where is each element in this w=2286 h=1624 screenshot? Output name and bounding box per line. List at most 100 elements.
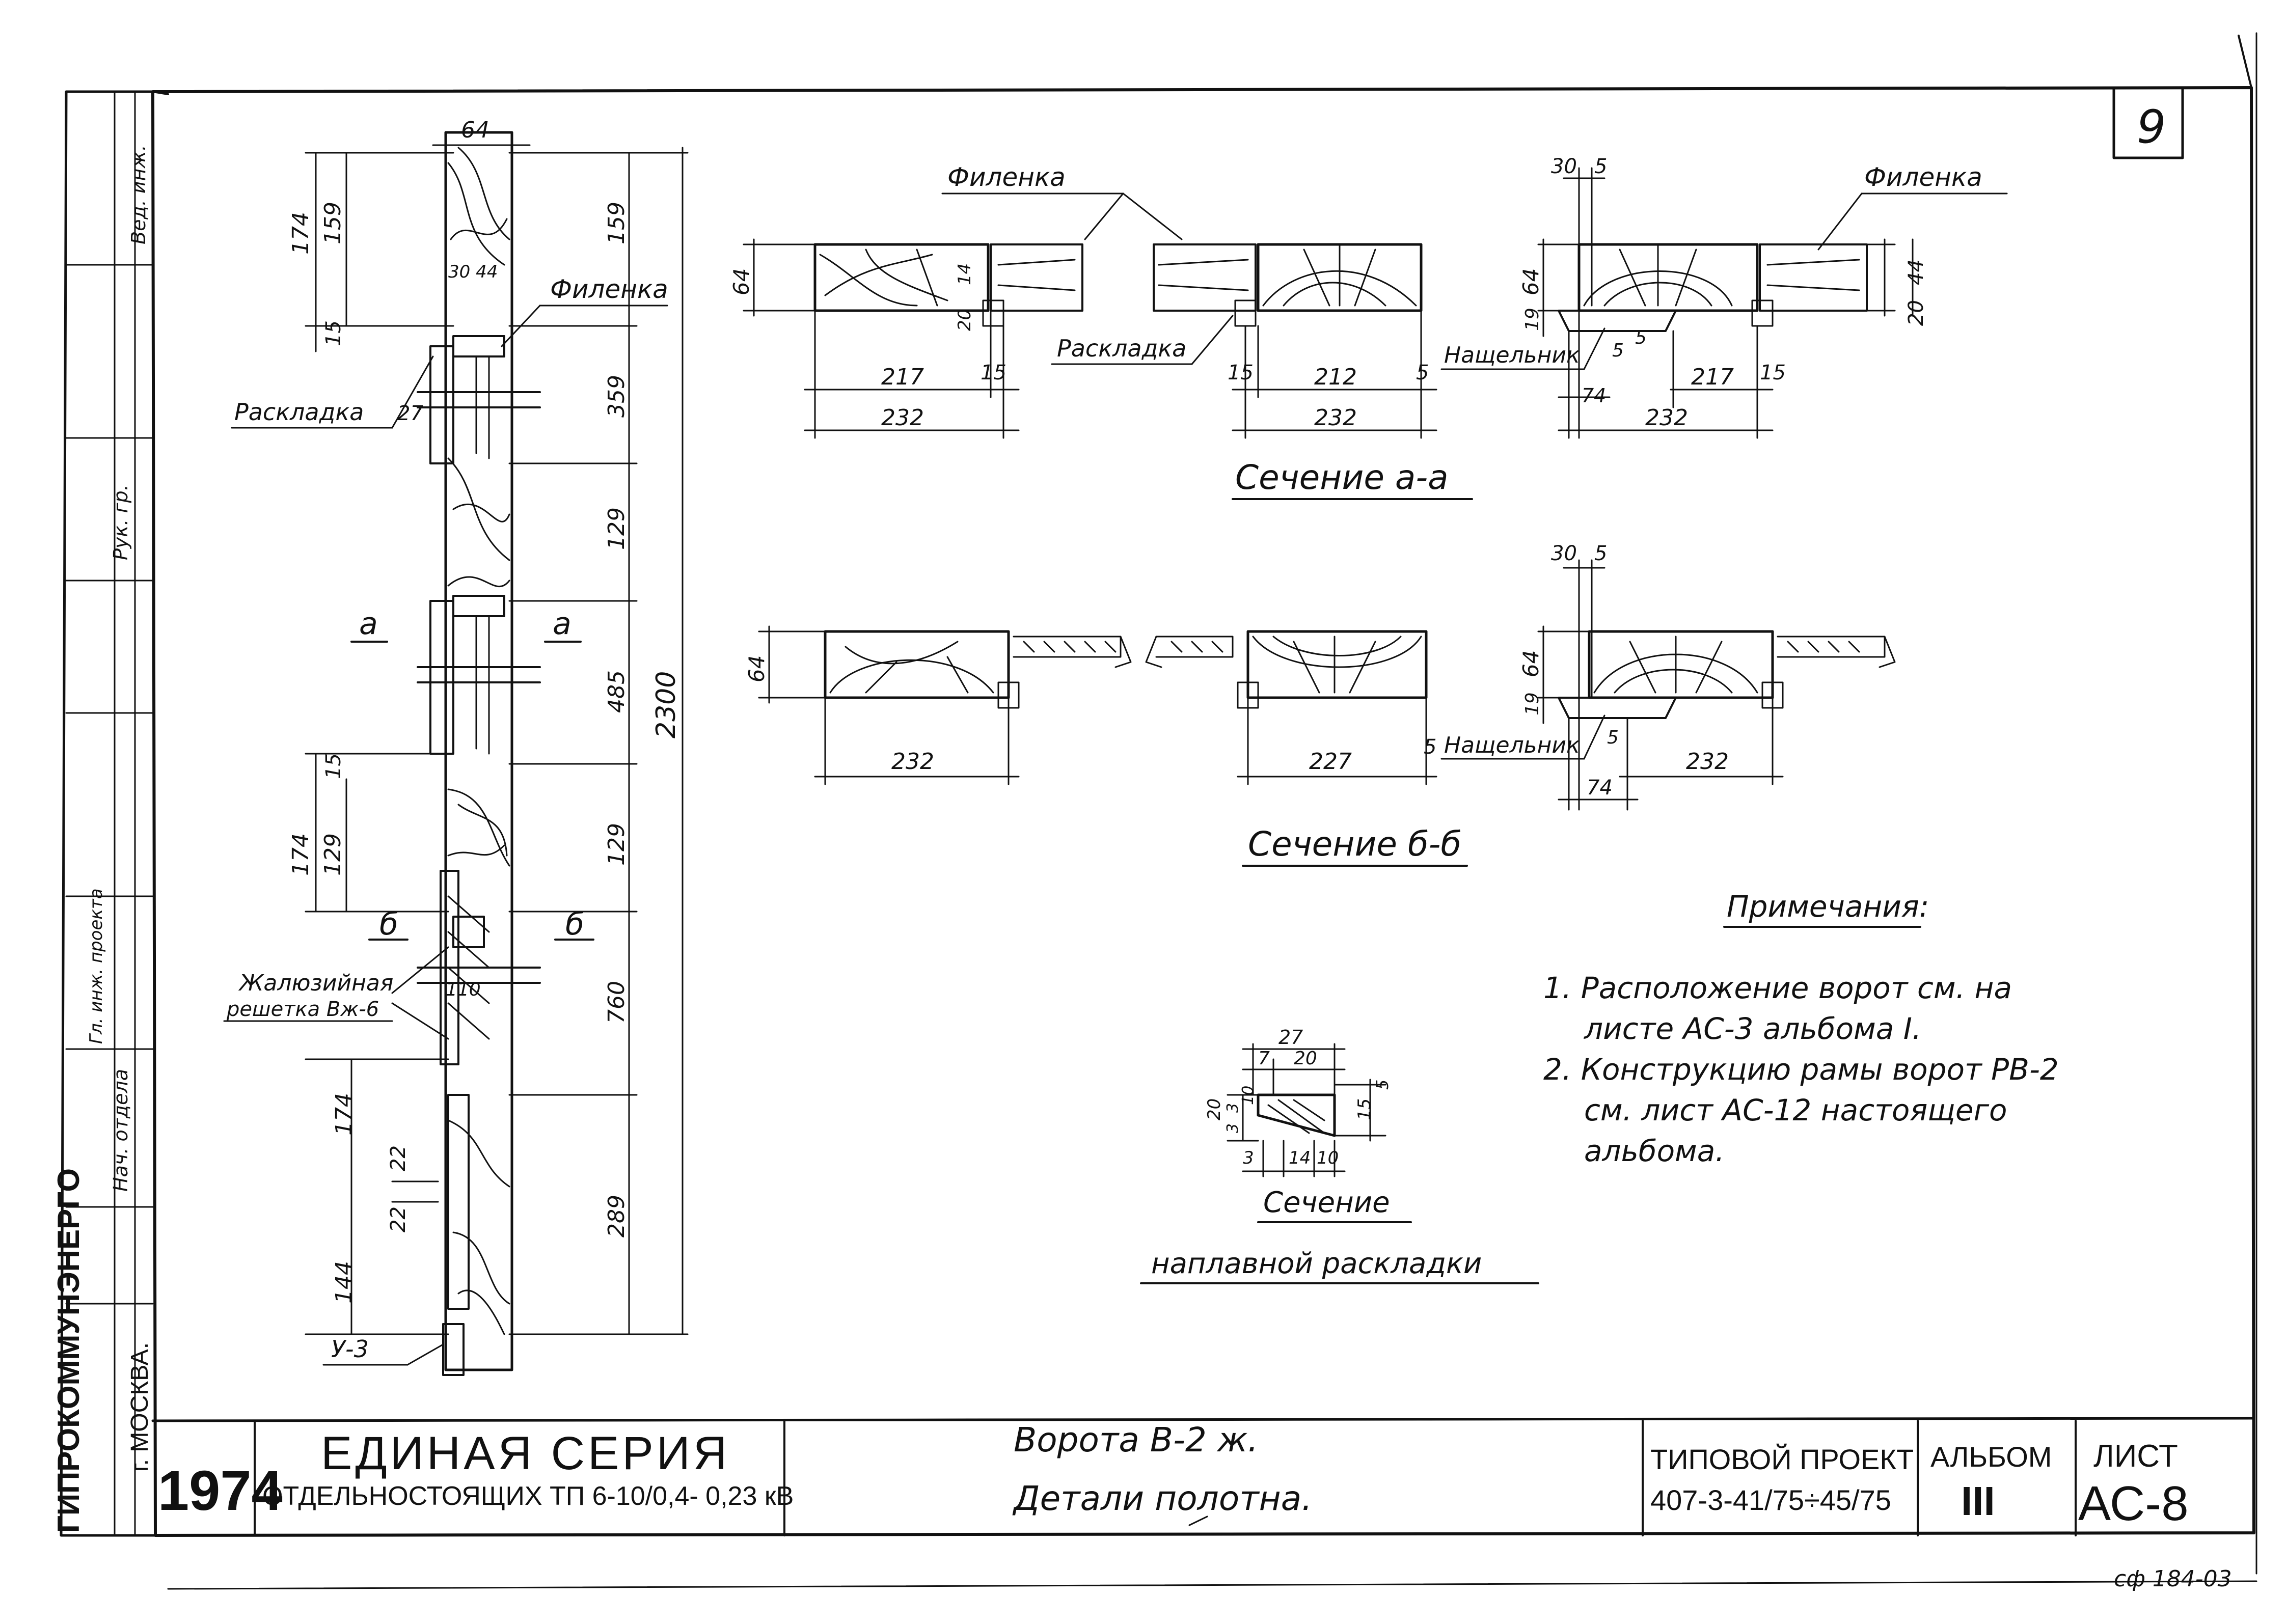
bb-right-w1: 74 (1587, 776, 1613, 800)
bottom-code: сф 184-03 (2114, 1566, 2232, 1592)
album-label: АЛЬБОМ (1930, 1441, 2052, 1473)
aa-mid-w0: 15 (1228, 361, 1254, 384)
elev-dim-129a: 129 (320, 833, 346, 876)
elev-dim-144: 144 (331, 1261, 357, 1304)
elev-dim-30-44: 30 44 (448, 262, 498, 282)
elev-dim-22a: 22 (387, 1145, 410, 1171)
strip-right-a: 5 (1373, 1080, 1392, 1090)
notes-line-2: листе АС-3 альбома I. (1584, 1011, 1921, 1046)
corner-number-box: 9 (2112, 88, 2184, 159)
elev-label-louver-2: решетка Вж-6 (226, 998, 379, 1021)
bb-mid-w2: 5 (1424, 735, 1436, 759)
object-subtitle: Детали полотна. (1012, 1479, 1312, 1518)
bb-right-top1: 30 (1551, 542, 1577, 565)
notes-heading: Примечания: (1727, 889, 1929, 924)
aa-left-w1: 217 (881, 364, 924, 390)
notes-line-3: 2. Конструкцию рамы ворот РВ-2 (1543, 1052, 2059, 1087)
strip-top: 27 (1278, 1026, 1303, 1049)
aa-label-strip: Раскладка (1057, 335, 1186, 362)
aa-mid-w2: 5 (1416, 361, 1429, 384)
bb-label-batten: Нащельник (1444, 732, 1580, 758)
notes-line-4: см. лист АС-12 настоящего (1584, 1093, 2007, 1127)
bb-right-total: 232 (1686, 749, 1729, 775)
elev-dim-174a: 174 (288, 212, 314, 255)
elev-dim-64: 64 (461, 117, 489, 143)
aa-right-b2: 5 (1612, 340, 1624, 361)
elev-dim-r159: 159 (604, 202, 630, 244)
elev-dim-174c: 174 (331, 1093, 357, 1136)
album-number: III (1961, 1478, 1995, 1524)
notes: Примечания: 1. Расположение ворот см. на… (1543, 889, 2059, 1168)
stamp-role-1: Вед. инж. (127, 145, 150, 244)
strip-right-b: 15 (1354, 1098, 1375, 1120)
aa-left-w2: 15 (981, 361, 1006, 384)
aa-right-b1: 19 (1522, 308, 1543, 331)
section-mark-a-left: а (359, 606, 378, 642)
side-stamp: Вед. инж. Рук. гр. Нач. отдела Гл. инж. … (51, 90, 157, 1537)
sheet-number: АС-8 (2078, 1476, 2189, 1531)
title-block: 1974 ЕДИНАЯ СЕРИЯ ОТДЕЛЬНОСТОЯЩИХ ТП 6-1… (151, 1417, 2255, 1592)
elev-dim-22b: 22 (387, 1206, 410, 1232)
strip-top-b: 20 (1294, 1048, 1317, 1069)
elev-label-strip: Раскладка (234, 398, 364, 426)
notes-line-1: 1. Расположение ворот см. на (1543, 971, 2012, 1005)
bb-right-h: 64 (1518, 650, 1543, 677)
series-subtitle: ОТДЕЛЬНОСТОЯЩИХ ТП 6-10/0,4- 0,23 кВ (262, 1481, 794, 1511)
aa-right-b3: 5 (1635, 327, 1647, 348)
side-organization: ГИПРОКОММУНЭНЕРГО (51, 1168, 86, 1533)
sheet-label: ЛИСТ (2093, 1439, 2178, 1474)
elev-dim-15b: 15 (322, 753, 345, 779)
elev-dim-r485: 485 (604, 670, 630, 713)
stamp-role-4: Гл. инж. проекта (86, 888, 106, 1044)
strip-bot-c: 10 (1317, 1148, 1339, 1168)
stamp-role-2: Рук. гр. (110, 484, 132, 560)
stamp-role-3: Нач. отдела (110, 1069, 132, 1192)
elev-label-louver-1: Жалюзийная (238, 970, 393, 996)
bb-left-h: 64 (744, 655, 769, 682)
elev-label-strip-dim: 27 (397, 402, 423, 425)
aa-right-h: 64 (1518, 268, 1543, 295)
elev-dim-159a: 159 (320, 202, 346, 244)
series-title: ЕДИНАЯ СЕРИЯ (321, 1427, 730, 1479)
aa-right-w2: 217 (1691, 364, 1734, 390)
aa-right-h2: 44 (1904, 259, 1928, 285)
bb-mid-w1: 227 (1309, 749, 1352, 775)
aa-label-batten: Нащельник (1444, 342, 1580, 368)
year: 1974 (158, 1460, 283, 1522)
strip-left-b: 3 (1224, 1103, 1242, 1113)
aa-right-top2: 5 (1594, 155, 1607, 178)
project-label: ТИПОВОЙ ПРОЕКТ (1650, 1443, 1914, 1475)
section-mark-b-right: б (565, 906, 584, 942)
strip-left-c: 3 (1224, 1123, 1242, 1133)
section-aa: 64 20 14 217 15 232 15 212 5 232 Филенка… (729, 155, 2008, 500)
aa-mid-w1: 212 (1314, 364, 1357, 390)
strip-top-a: 7 (1258, 1048, 1270, 1069)
elev-dim-2300: 2300 (651, 671, 682, 738)
elev-dim-r129b: 129 (604, 823, 630, 866)
section-bb: 64 232 227 5 30 5 64 19 74 (744, 542, 1896, 867)
door-elevation: 174 159 15 174 129 15 174 22 22 144 64 3… (223, 117, 689, 1376)
aa-right-top1: 30 (1551, 155, 1577, 178)
elev-dim-r289: 289 (604, 1195, 630, 1237)
object-title: Ворота В-2 ж. (1014, 1420, 1258, 1460)
side-city: г. МОСКВА. (126, 1342, 153, 1472)
project-number: 407-3-41/75÷45/75 (1650, 1484, 1891, 1516)
elev-dim-174b: 174 (288, 833, 314, 876)
bb-left-total: 232 (891, 749, 934, 775)
aa-left-d1: 20 (955, 309, 975, 331)
aa-label-panel-2: Филенка (1864, 162, 1982, 192)
aa-right-w1: 74 (1582, 384, 1606, 407)
corner-number: 9 (2137, 100, 2166, 154)
bb-right-b2: 5 (1607, 727, 1619, 748)
section-aa-title: Сечение а-а (1235, 458, 1449, 497)
aa-left-d2: 14 (955, 263, 975, 285)
aa-label-panel-1: Филенка (947, 162, 1066, 192)
aa-right-total: 232 (1645, 405, 1688, 431)
section-mark-a-right: а (553, 606, 572, 642)
elev-label-u3: У-3 (331, 1335, 369, 1363)
section-mark-b-left: б (379, 906, 398, 942)
elev-louver-dim: 110 (446, 979, 481, 1000)
section-bb-title: Сечение б-б (1248, 824, 1461, 864)
strip-section: 27 7 20 20 3 3 10 5 15 3 14 10 Сечение н… (1140, 1026, 1539, 1284)
strip-bot-b: 14 (1289, 1148, 1311, 1168)
